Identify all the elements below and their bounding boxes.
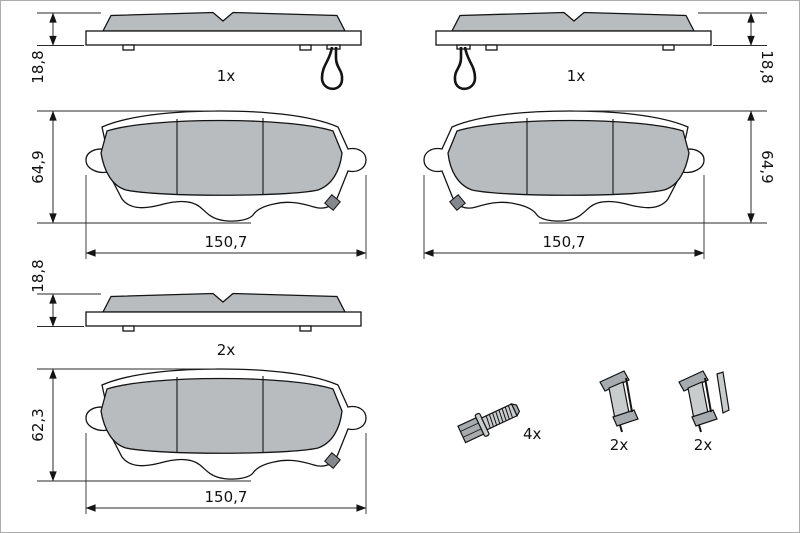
dim-text-mid-left-width: 150,7 bbox=[205, 233, 248, 251]
clip-right-icon bbox=[678, 370, 730, 433]
dim-text-bottom-strip-thickness: 18,8 bbox=[29, 259, 47, 292]
dim-mid-left-height: 64,9 bbox=[29, 110, 251, 224]
clip-extra-bracket bbox=[716, 371, 730, 414]
dim-mid-left-width: 150,7 bbox=[85, 175, 367, 259]
bottom-strip bbox=[85, 292, 362, 332]
mid-left-front-view bbox=[85, 110, 367, 222]
mid-right-front-view bbox=[423, 110, 705, 222]
qty-top-left: 1x bbox=[217, 67, 236, 85]
dim-text-bottom-pad-height: 62,3 bbox=[29, 408, 47, 441]
bottom-pad bbox=[85, 368, 367, 480]
bottom-front-view bbox=[85, 368, 367, 480]
bolt-tip bbox=[510, 403, 521, 418]
dim-text-mid-left-height: 64,9 bbox=[29, 150, 47, 183]
qty-top-right: 1x bbox=[567, 67, 586, 85]
mid-right-pad bbox=[423, 110, 705, 222]
dim-top-left-thickness: 18,8 bbox=[29, 12, 101, 84]
dim-text-top-right-thickness: 18,8 bbox=[758, 50, 776, 83]
dim-bottom-pad-height: 62,3 bbox=[29, 368, 251, 482]
bolt-threads bbox=[485, 405, 514, 429]
bottom-side-view bbox=[85, 292, 362, 332]
clip-left-icon bbox=[599, 370, 639, 433]
dim-bottom-pad-width: 150,7 bbox=[85, 433, 367, 514]
dim-top-right-thickness: 18,8 bbox=[698, 12, 776, 84]
dim-mid-right-width: 150,7 bbox=[423, 175, 705, 259]
qty-clip-left: 2x bbox=[610, 436, 629, 454]
dim-text-mid-right-width: 150,7 bbox=[543, 233, 586, 251]
bolt-icon bbox=[457, 403, 521, 444]
dim-mid-right-height: 64,9 bbox=[539, 110, 776, 224]
qty-clip-right: 2x bbox=[694, 436, 713, 454]
dim-bottom-strip-thickness: 18,8 bbox=[29, 259, 101, 327]
dim-text-top-left-thickness: 18,8 bbox=[29, 50, 47, 83]
qty-bottom-strip: 2x bbox=[217, 341, 236, 359]
mid-left-pad bbox=[85, 110, 367, 222]
qty-bolt: 4x bbox=[523, 425, 542, 443]
dim-text-bottom-pad-width: 150,7 bbox=[205, 488, 248, 506]
dim-text-mid-right-height: 64,9 bbox=[758, 150, 776, 183]
